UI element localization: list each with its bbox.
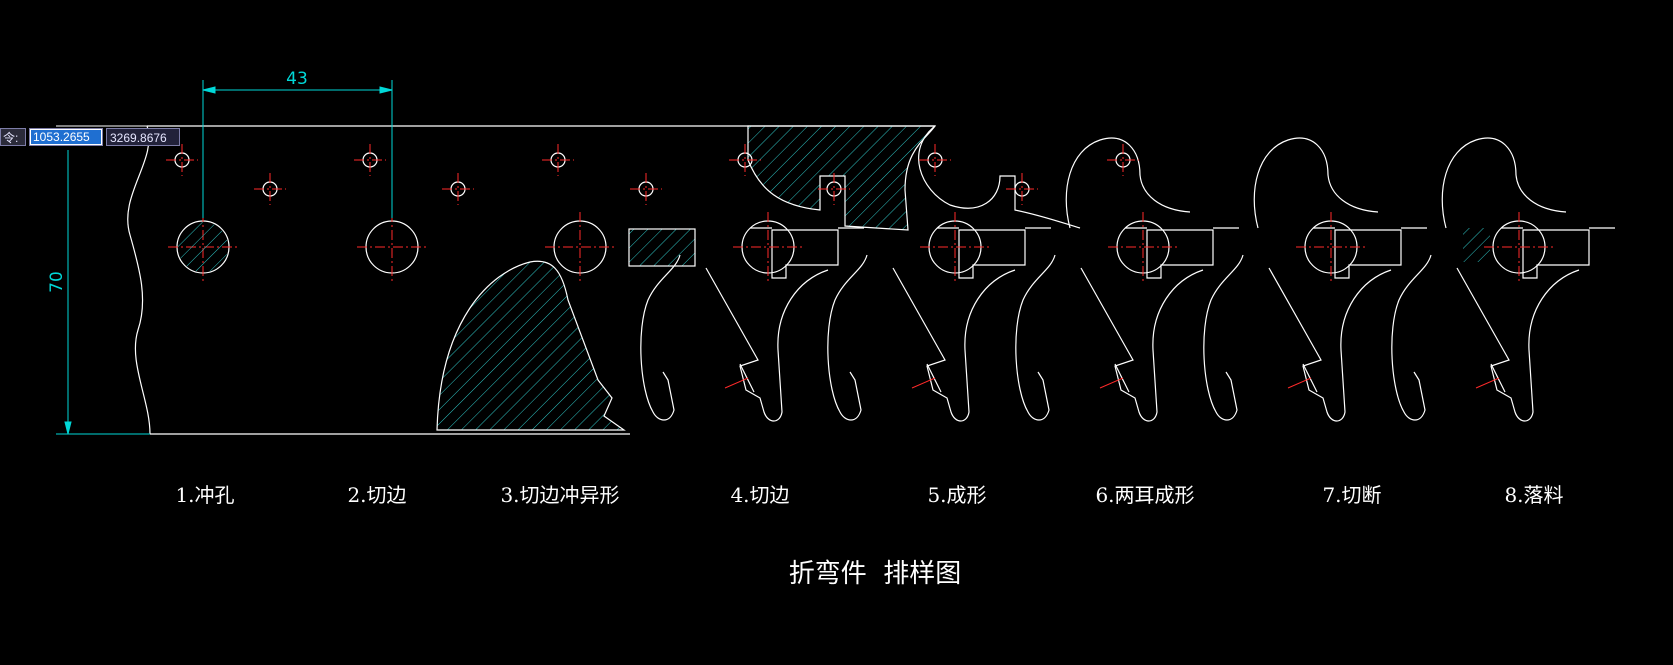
- pilot-hole-3: [545, 212, 615, 282]
- small-hole-mid-2: [442, 173, 474, 205]
- pilot-hole-4: [733, 212, 803, 282]
- x-coordinate-input[interactable]: 1053.2655: [29, 128, 103, 146]
- pilot-hole-6: [1108, 212, 1178, 282]
- station-label-4: 4.切边: [730, 483, 789, 507]
- pilot-hole-8: [1484, 212, 1554, 282]
- station-labels: 1.冲孔 2.切边 3.切边冲异形 4.切边 5.成形 6.两耳成形 7.切断 …: [175, 483, 1563, 507]
- station-label-6: 6.两耳成形: [1095, 483, 1194, 507]
- pilot-hole-5: [920, 212, 990, 282]
- station-label-3: 3.切边冲异形: [500, 483, 619, 507]
- pitch-dimension-label: 43: [286, 69, 308, 89]
- pilot-hole-2: [357, 212, 427, 282]
- x-coordinate-value[interactable]: 1053.2655: [31, 130, 101, 144]
- hatch-upper-notch: [747, 125, 937, 231]
- station-label-8: 8.落料: [1504, 483, 1563, 507]
- width-dimension-label: 70: [47, 271, 67, 293]
- part-profiles: [640, 125, 1615, 422]
- ear-profile-7: [1253, 137, 1379, 229]
- station-label-7: 7.切断: [1322, 483, 1381, 507]
- holes: [166, 144, 1554, 282]
- pilot-hole-7: [1296, 212, 1366, 282]
- small-hole-mid-1: [254, 173, 286, 205]
- hatched-hole: [178, 222, 228, 272]
- small-hole-mid-5: [1006, 173, 1038, 205]
- small-hole-top-2: [354, 144, 386, 176]
- hatch-right-sliver: [1463, 228, 1490, 262]
- y-coordinate-input[interactable]: 3269.8676: [106, 128, 180, 146]
- station-label-1: 1.冲孔: [175, 483, 234, 507]
- drawing-title: 折弯件 排样图: [789, 559, 962, 589]
- small-hole-top-1: [166, 144, 198, 176]
- dimension-lines: [56, 80, 393, 435]
- command-prompt-label: 令:: [0, 128, 26, 146]
- hook-profile-5: [918, 125, 1081, 229]
- station-label-5: 5.成形: [927, 483, 986, 507]
- small-hole-top-3: [542, 144, 574, 176]
- hatch-slot: [628, 228, 696, 267]
- small-hole-mid-3: [630, 173, 662, 205]
- ear-profile-8: [1441, 137, 1567, 229]
- station-label-2: 2.切边: [347, 483, 406, 507]
- part-profile-8: [1391, 227, 1615, 422]
- small-hole-top-5: [919, 144, 951, 176]
- small-hole-mid-4: [818, 173, 850, 205]
- small-hole-top-6: [1107, 144, 1139, 176]
- ear-profile-6: [1065, 137, 1191, 229]
- small-hole-top-4: [729, 144, 761, 176]
- hatch-left-blank: [436, 260, 626, 431]
